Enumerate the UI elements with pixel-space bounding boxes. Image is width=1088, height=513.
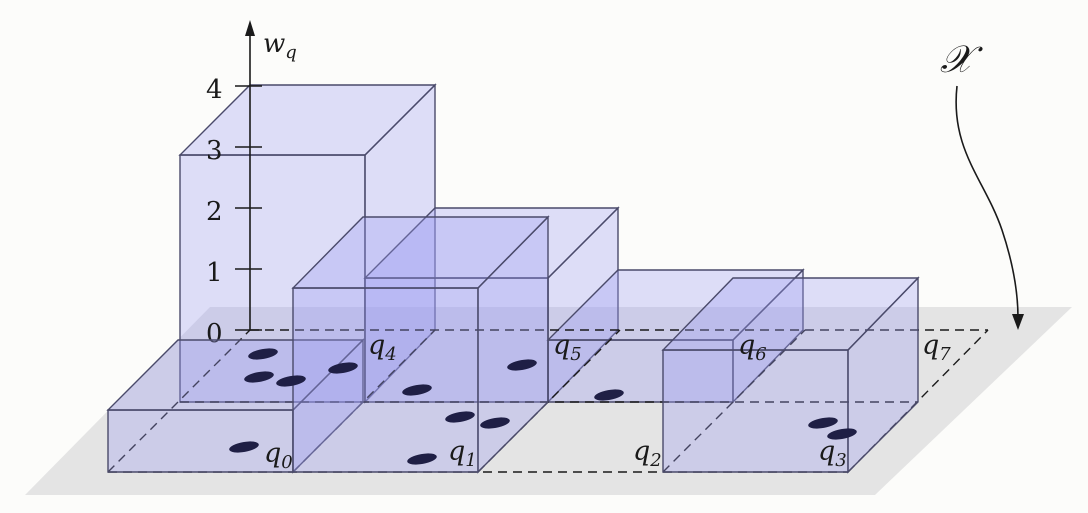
cell-label-q6: q6: [738, 330, 767, 365]
tick-label-3: 3: [206, 136, 223, 166]
data-point: [808, 417, 838, 429]
box-q3: [661, 276, 920, 474]
cell-label-q5: q5: [553, 330, 582, 365]
axis-label: wq: [263, 29, 297, 63]
cell-label-q4: q4: [368, 330, 397, 365]
data-point: [507, 359, 537, 371]
box-q0: [106, 338, 365, 474]
data-point: [594, 389, 624, 401]
space-label: 𝒳: [940, 37, 983, 81]
space-arrow: [955, 85, 1019, 319]
arrow-head-icon: [1012, 314, 1024, 330]
data-point: [229, 441, 259, 453]
cell-label-q2: q2: [633, 436, 662, 471]
cell-label-q1: q1: [448, 436, 477, 471]
data-point: [328, 362, 358, 374]
box-q1: [291, 215, 550, 474]
data-point: [244, 371, 274, 383]
tick-label-0: 0: [206, 319, 223, 349]
cell-label-q0: q0: [264, 438, 293, 473]
cell-label-q3: q3: [818, 436, 847, 471]
data-point: [407, 453, 437, 465]
data-point: [445, 411, 475, 423]
data-point: [827, 428, 857, 440]
weight-axis: [235, 20, 262, 331]
data-points: [229, 348, 857, 465]
tick-label-4: 4: [206, 75, 223, 105]
data-point: [248, 348, 278, 360]
data-point: [276, 375, 306, 387]
box-q6: [546, 268, 805, 404]
data-point: [480, 417, 510, 429]
data-point: [402, 384, 432, 396]
tick-label-2: 2: [206, 197, 223, 227]
tick-label-1: 1: [206, 258, 223, 288]
cell-label-q7: q7: [922, 330, 951, 365]
